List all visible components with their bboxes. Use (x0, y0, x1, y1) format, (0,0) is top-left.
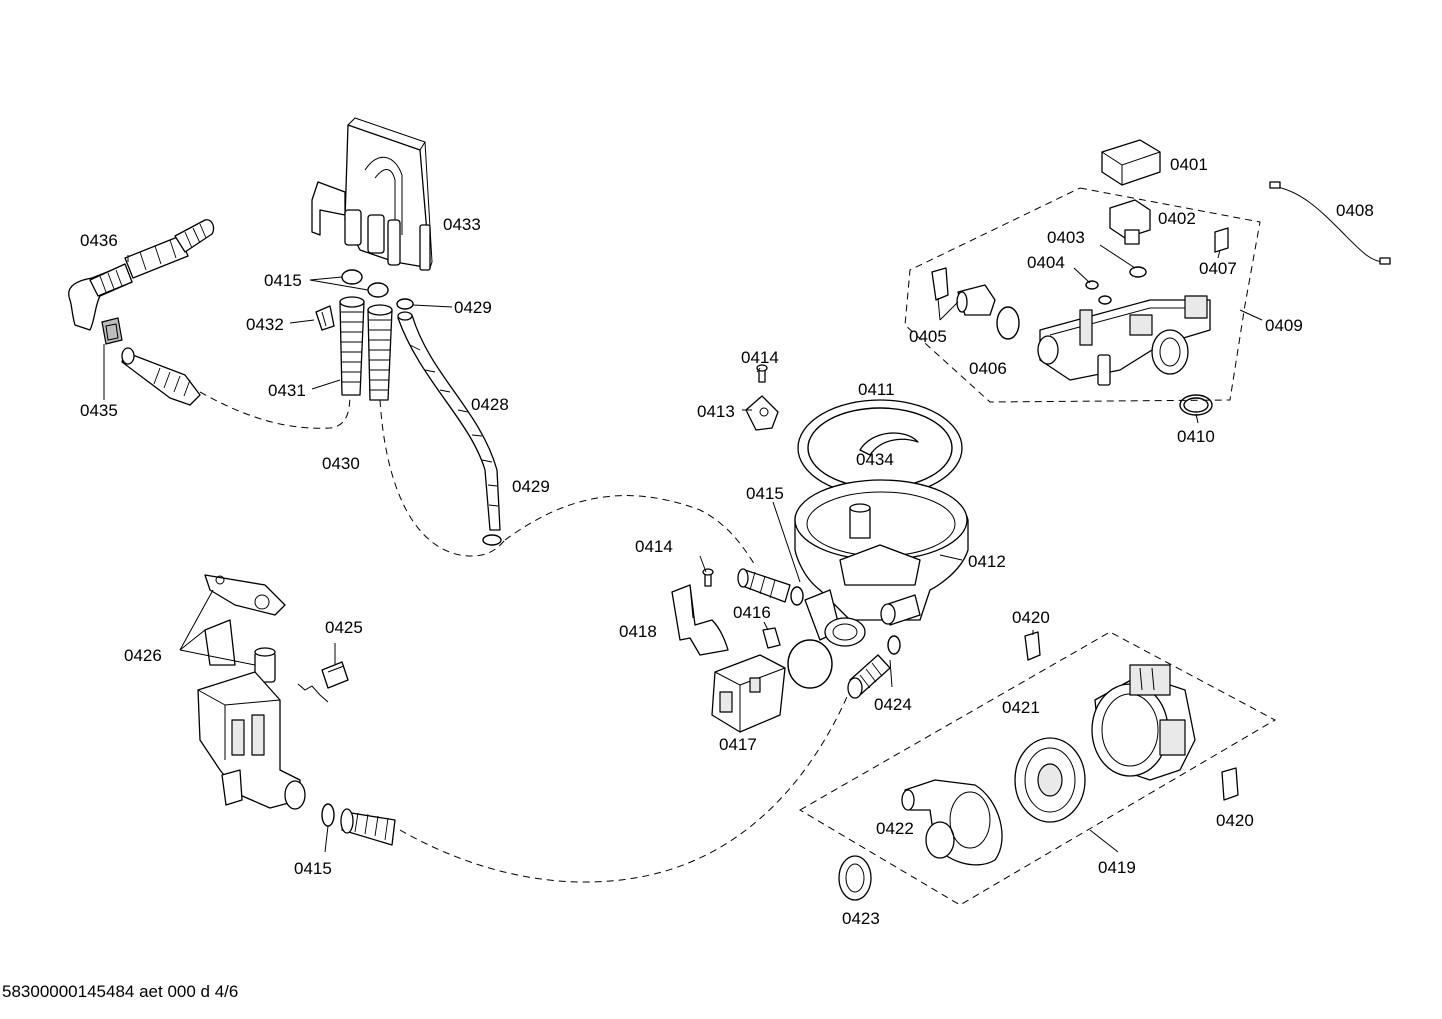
label-0415-middle: 0415 (746, 484, 784, 503)
drawing-reference-footer: 58300000145484 aet 000 d 4/6 (2, 982, 238, 1001)
label-0414-top: 0414 (741, 348, 779, 367)
bracket-0418 (671, 584, 729, 656)
label-0411: 0411 (858, 380, 895, 399)
corrugated-hose-0430 (367, 304, 393, 401)
hose-0415-middle (737, 568, 804, 606)
screw-0414-bottom (702, 568, 714, 587)
flow-meter-0402 (1109, 199, 1151, 245)
clip-0420-right (1221, 767, 1239, 801)
label-0409: 0409 (1265, 316, 1303, 335)
label-0420-top: 0420 (1012, 608, 1050, 627)
label-0416: 0416 (733, 603, 771, 622)
label-0418: 0418 (619, 622, 657, 641)
clip-0432 (315, 305, 335, 331)
screw-0414-top (756, 364, 768, 383)
o-rings-0403-0404 (1085, 266, 1147, 305)
label-0426: 0426 (124, 646, 162, 665)
label-0425: 0425 (325, 618, 363, 637)
o-ring-0406 (996, 306, 1020, 340)
label-0420-right: 0420 (1216, 811, 1254, 830)
label-0413: 0413 (697, 402, 735, 421)
label-0421: 0421 (1002, 698, 1040, 717)
pump-assembly-0426 (197, 574, 306, 810)
aquasensor-0417 (711, 654, 786, 733)
label-0404: 0404 (1027, 253, 1065, 272)
hose-0415-bottom (340, 808, 396, 846)
holder-0425 (321, 661, 349, 689)
label-0419: 0419 (1098, 858, 1136, 877)
clip-0407 (1214, 227, 1229, 253)
seal-ring-0415-bottom (321, 803, 335, 827)
heat-pump-0419 (1091, 664, 1196, 781)
gasket-0417-ring (787, 639, 833, 689)
label-0429-top: 0429 (454, 298, 492, 317)
holder-0413 (745, 395, 779, 431)
label-0406: 0406 (969, 359, 1007, 378)
sump-0412 (794, 479, 969, 647)
label-0417: 0417 (719, 735, 757, 754)
label-0428: 0428 (471, 395, 509, 414)
clip-0420-top (1024, 631, 1041, 661)
label-0414-bottom: 0414 (635, 537, 673, 556)
label-0408: 0408 (1336, 201, 1374, 220)
label-0432: 0432 (246, 315, 284, 334)
label-0401: 0401 (1170, 155, 1208, 174)
label-0405: 0405 (909, 327, 947, 346)
label-0412: 0412 (968, 552, 1006, 571)
label-0402: 0402 (1158, 209, 1196, 228)
corrugated-hose-0431 (339, 296, 365, 396)
valve-block-0409 (1037, 295, 1211, 386)
label-0415-bottom: 0415 (294, 859, 332, 878)
label-0424: 0424 (874, 695, 912, 714)
label-0434: 0434 (856, 450, 894, 469)
dashed-connection-lines (199, 187, 1277, 906)
clamp-0410 (1179, 394, 1213, 416)
label-0430: 0430 (322, 454, 360, 473)
hose-end-straight (121, 347, 201, 406)
part-labels: 0401 0402 0403 0404 0405 0406 0407 0408 … (80, 155, 1374, 928)
impeller-cover-0421 (1014, 737, 1086, 823)
label-0403: 0403 (1047, 228, 1085, 247)
sensor-0405 (956, 284, 996, 316)
pump-housing-0422 (901, 779, 1003, 866)
label-0415-top: 0415 (264, 271, 302, 290)
seal-rings-0415-top (341, 269, 389, 298)
label-0410: 0410 (1177, 427, 1215, 446)
hose-0424 (847, 635, 901, 699)
clamp-0429-bottom (482, 534, 502, 546)
label-0435: 0435 (80, 401, 118, 420)
hose-0428 (397, 311, 501, 531)
clip-0435 (101, 317, 123, 345)
label-0431: 0431 (268, 381, 306, 400)
label-0423: 0423 (842, 909, 880, 928)
clamp-0429-top (396, 298, 414, 310)
clip-0416 (762, 627, 781, 649)
label-0422: 0422 (876, 819, 914, 838)
vessel-0433 (311, 117, 433, 271)
label-0433: 0433 (443, 215, 481, 234)
elbow-hose-0436 (68, 219, 215, 331)
seal-0434 (859, 432, 919, 456)
wire-0408 (1269, 181, 1391, 265)
label-0429-bottom: 0429 (512, 477, 550, 496)
cover-0401 (1101, 139, 1161, 186)
clip-0405 (931, 267, 949, 301)
spring-0426 (297, 683, 329, 703)
leader-lines (103, 162, 1263, 853)
label-0436: 0436 (80, 231, 118, 250)
seal-0423 (838, 855, 872, 901)
label-0407: 0407 (1199, 259, 1237, 278)
